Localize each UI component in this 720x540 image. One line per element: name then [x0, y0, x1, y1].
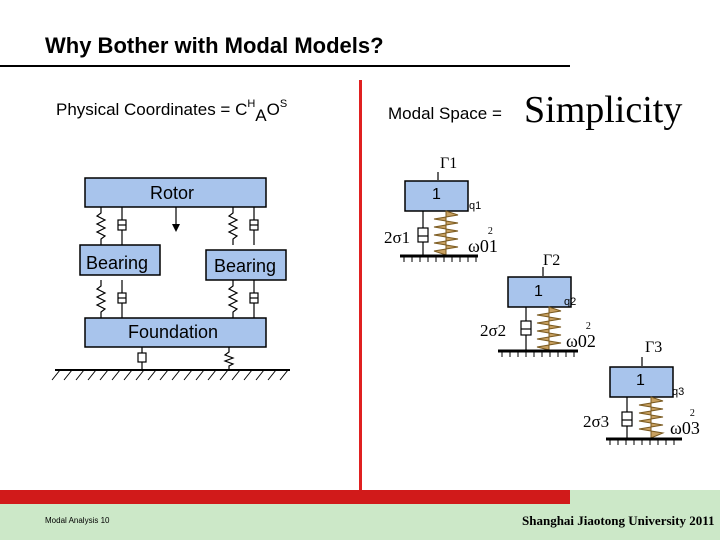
foundation-label: Foundation	[128, 322, 219, 342]
rotor-box	[84, 177, 267, 208]
mode-2-omega-sup: 2	[585, 321, 591, 332]
bearing-left-label: Bearing	[86, 253, 149, 273]
bearing-right-label: Bearing	[214, 256, 277, 276]
mode-1-sigma: 2σ1	[384, 228, 411, 247]
mode-3-gamma: Γ3	[645, 339, 663, 356]
physical-sup-s: S	[279, 98, 288, 110]
mode-2-mass: 1	[534, 283, 543, 300]
bearing-left-box	[79, 244, 161, 276]
divider-line	[359, 80, 362, 492]
mode-3-omega-text: ω03	[670, 418, 700, 438]
mode-1-omega: ω012	[468, 226, 503, 257]
physical-sub-a: A	[255, 106, 267, 125]
rotor-label: Rotor	[150, 183, 195, 203]
mode-2-omega-text: ω02	[566, 331, 596, 351]
mode-1-gamma: Γ1	[440, 155, 458, 172]
mode-3-q: q3	[672, 386, 685, 398]
mode-2-omega: ω022	[566, 321, 601, 352]
mode-2-q: q2	[564, 296, 577, 308]
footer-red-band	[0, 490, 570, 504]
mode-2-gamma: Γ2	[543, 252, 561, 269]
mode-3-omega-sup: 2	[689, 408, 695, 419]
mode-1-oscillator	[400, 172, 478, 262]
mode-1-q: q1	[469, 200, 482, 212]
mode-1-omega-sup: 2	[487, 226, 493, 237]
mode-3-omega: ω032	[670, 408, 705, 439]
mode-3-oscillator	[606, 357, 682, 445]
mode-2-oscillator	[498, 267, 578, 357]
title-underline	[0, 65, 570, 67]
modal-space-label: Modal Space =	[388, 104, 502, 123]
slide-title: Why Bother with Modal Models?	[45, 33, 384, 58]
physical-coordinates-equation: Physical Coordinates = CHAOS	[56, 98, 288, 125]
physical-prefix: Physical Coordinates = C	[56, 100, 248, 119]
physical-sup-h: H	[247, 98, 256, 110]
foundation-box	[84, 317, 267, 348]
footer-university: Shanghai Jiaotong University 2011	[522, 513, 715, 528]
simplicity-word: Simplicity	[524, 89, 683, 131]
mode-3-mass: 1	[636, 372, 645, 389]
mode-1-mass: 1	[432, 186, 441, 203]
mode-1-omega-text: ω01	[468, 236, 498, 256]
mode-3-sigma: 2σ3	[583, 412, 610, 431]
physical-o: O	[266, 100, 280, 119]
bearing-right-box	[205, 249, 287, 281]
mode-2-sigma: 2σ2	[480, 321, 507, 340]
footer-page-label: Modal Analysis 10	[45, 516, 110, 525]
